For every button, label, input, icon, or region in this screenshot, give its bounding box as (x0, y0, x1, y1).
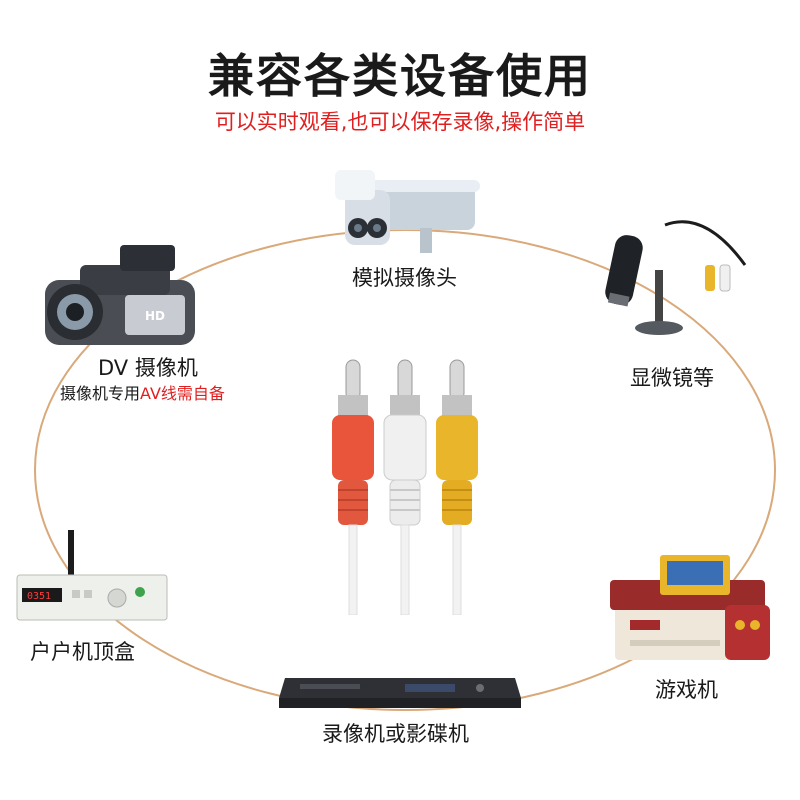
white-rca-plug (383, 359, 427, 615)
svg-text:HD: HD (145, 309, 165, 323)
camera-label: 模拟摄像头 (352, 266, 457, 290)
dvd-label: 录像机或影碟机 (322, 722, 469, 746)
yellow-rca-plug (436, 359, 478, 615)
rca-av-cable-image (332, 359, 478, 615)
dv-label: DV 摄像机 (98, 356, 198, 380)
microscope-image (605, 220, 747, 335)
console-label: 游戏机 (655, 678, 718, 702)
game-console-image (610, 555, 770, 660)
dv-note-black: 摄像机专用 (60, 384, 141, 403)
analog-camera-image (335, 170, 480, 253)
page-title: 兼容各类设备使用 (208, 49, 592, 103)
microscope-label: 显微镜等 (630, 366, 714, 390)
set-top-box-image: 0351 (16, 530, 168, 621)
dvd-player-image (279, 678, 521, 708)
dv-note-red: AV线需自备 (140, 384, 225, 403)
settop-label: 户户机顶盒 (30, 640, 135, 664)
dv-note: 摄像机专用AV线需自备 (60, 380, 225, 404)
set-top-display: 0351 (27, 591, 51, 602)
page-subtitle: 可以实时观看,也可以保存录像,操作简单 (214, 110, 586, 134)
red-rca-plug (332, 359, 374, 615)
dv-camcorder-image: HD (45, 245, 195, 345)
